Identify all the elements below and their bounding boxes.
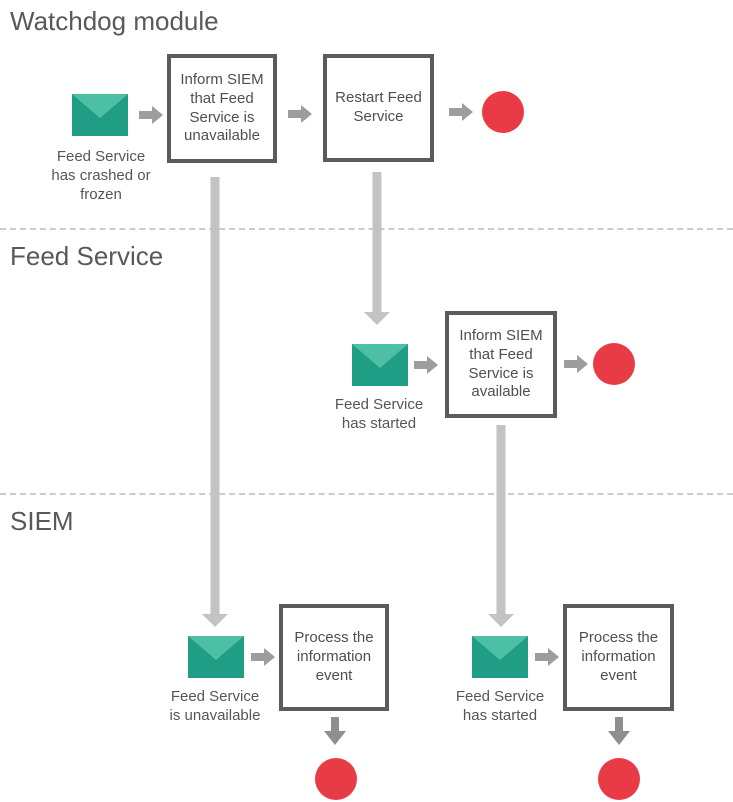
- arrow-right-icon: [139, 106, 163, 124]
- end-event-siem-left: [315, 758, 357, 800]
- envelope-flap: [352, 344, 408, 368]
- envelope-icon-crashed: [72, 94, 128, 136]
- lane-title-watchdog: Watchdog module: [10, 6, 219, 36]
- envelope-icon-unavailable-siem: [188, 636, 244, 678]
- arrow-right-icon: [535, 648, 559, 666]
- lane-divider-watchdog-feed: [0, 228, 733, 230]
- task-inform-siem-available: Inform SIEM that Feed Service is availab…: [445, 311, 557, 418]
- arrow-right-icon: [288, 105, 312, 123]
- end-event-feed-service: [593, 343, 635, 385]
- envelope-flap: [72, 94, 128, 118]
- task-label: Process the information event: [294, 629, 374, 684]
- arrow-down-icon: [324, 717, 346, 745]
- arrow-down-long-icon: [488, 425, 514, 627]
- lane-divider-feed-siem: [0, 493, 733, 495]
- task-label: Restart Feed Service: [335, 89, 422, 125]
- lane-title-feed-service: Feed Service: [10, 241, 164, 271]
- task-process-event-left: Process the information event: [279, 604, 389, 711]
- task-restart-feed-service: Restart Feed Service: [323, 54, 434, 162]
- envelope-icon-started-feed: [352, 344, 408, 386]
- task-process-event-right: Process the information event: [563, 604, 674, 711]
- message-label-unavailable-siem: Feed Service is unavailable: [169, 688, 261, 724]
- arrow-right-icon: [251, 648, 275, 666]
- arrow-down-long-icon: [364, 172, 390, 325]
- arrow-right-icon: [449, 103, 473, 121]
- arrow-down-icon: [608, 717, 630, 745]
- arrow-down-long-icon: [202, 177, 228, 627]
- envelope-flap: [472, 636, 528, 660]
- lane-title-siem: SIEM: [10, 506, 74, 536]
- task-label: Inform SIEM that Feed Service is availab…: [459, 327, 543, 401]
- end-event-siem-right: [598, 758, 640, 800]
- task-label: Inform SIEM that Feed Service is unavail…: [180, 71, 264, 145]
- task-inform-siem-unavailable: Inform SIEM that Feed Service is unavail…: [167, 54, 277, 163]
- message-label-crashed: Feed Service has crashed or frozen: [51, 148, 151, 203]
- envelope-flap: [188, 636, 244, 660]
- message-label-started-feed: Feed Service has started: [334, 396, 424, 432]
- arrow-right-icon: [414, 356, 438, 374]
- envelope-icon-started-siem: [472, 636, 528, 678]
- task-label: Process the information event: [578, 629, 659, 684]
- arrow-right-icon: [564, 355, 588, 373]
- end-event-watchdog: [482, 91, 524, 133]
- message-label-started-siem: Feed Service has started: [455, 688, 545, 724]
